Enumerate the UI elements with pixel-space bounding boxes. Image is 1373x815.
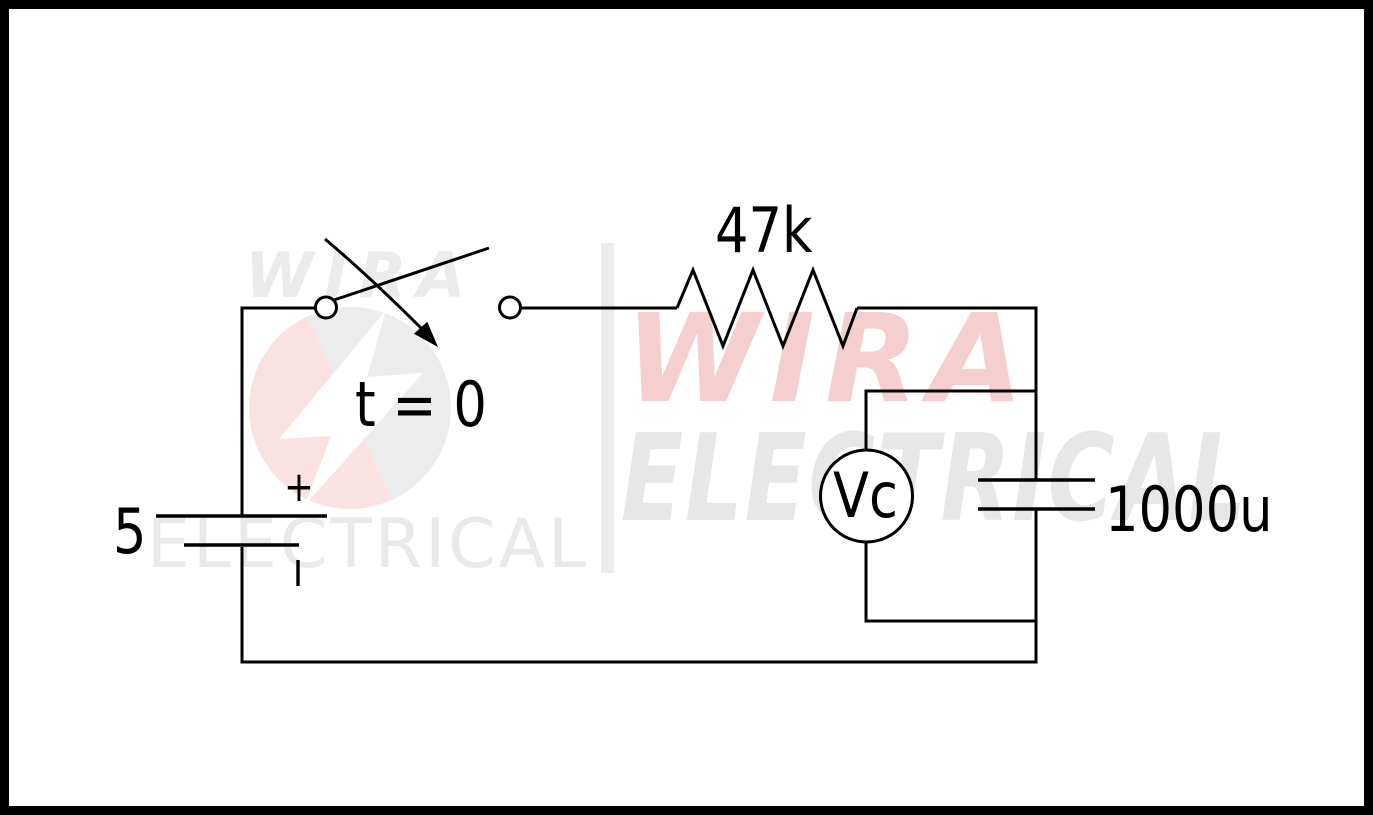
switch-blade (333, 246, 490, 302)
switch-terminal-left (314, 295, 338, 320)
voltmeter-wire-top (864, 389, 1036, 450)
voltmeter-branch (819, 389, 1036, 623)
resistor-value-label: 47k (715, 194, 813, 267)
watermark-divider-bar (601, 243, 614, 573)
switch-motion-arrow (324, 237, 423, 330)
capacitor-value-label: 1000u (1105, 473, 1273, 546)
wire-bottom (240, 509, 1038, 664)
watermark-large-electrical: ELECTRICAL (621, 410, 1248, 549)
voltmeter-wire-bottom (864, 542, 1036, 623)
switch-icon (314, 237, 522, 347)
watermark-large-wira: WIRA (625, 288, 1034, 430)
resistor-icon (675, 265, 859, 351)
circuit-drawing (156, 237, 1095, 664)
wire-top-right (857, 306, 1038, 480)
watermark-small-wira: WIRA (245, 239, 477, 312)
capacitor-icon (978, 478, 1095, 511)
battery-plus-label: + (284, 462, 314, 511)
battery-icon (156, 514, 327, 586)
wire-top-left (240, 306, 315, 515)
voltmeter-icon (819, 448, 914, 544)
switch-terminal-right (498, 295, 522, 320)
switch-time-label: t = 0 (355, 368, 487, 441)
battery-voltage-label: 5 (113, 495, 147, 568)
logo-lightning-bolt-icon (279, 310, 423, 506)
switch-arrowhead (413, 321, 438, 347)
watermark-logo (249, 307, 451, 509)
voltmeter-label: Vc (833, 459, 899, 532)
